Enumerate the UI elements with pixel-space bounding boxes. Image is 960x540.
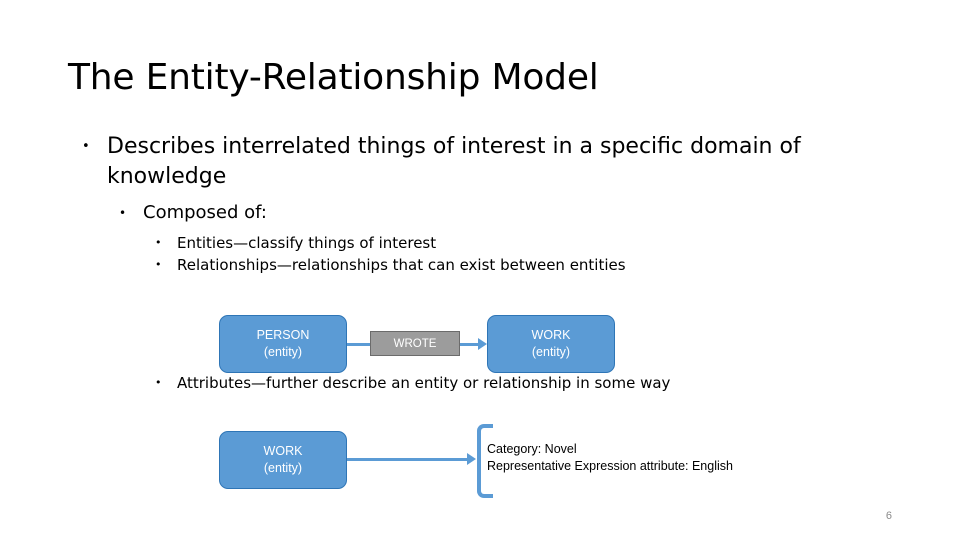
entity-work-kind: (entity)	[531, 345, 571, 359]
page-title: The Entity-Relationship Model	[68, 57, 599, 98]
bullet-level3-attributes-text: Attributes—further describe an entity or…	[177, 374, 671, 392]
bullet-marker-icon: •	[155, 376, 162, 389]
page-number: 6	[885, 510, 892, 522]
bullet-marker-icon: •	[155, 236, 162, 249]
bullet-level2-text: Composed of:	[143, 202, 267, 223]
entity-work-name: WORK	[531, 328, 571, 342]
bullet-level3-attributes: • Attributes—further describe an entity …	[0, 372, 900, 394]
connector-wrote-to-work	[460, 343, 478, 346]
connector-person-to-wrote	[347, 343, 370, 346]
entity-person-name: PERSON	[256, 328, 310, 342]
relationship-wrote-label: WROTE	[393, 337, 437, 350]
bullet-level3-relationships-text: Relationships—relationships that can exi…	[177, 256, 626, 274]
bullet-level2: • Composed of:	[0, 200, 900, 226]
bullet-marker-icon: •	[155, 258, 162, 271]
attribute-representative-expression: Representative Expression attribute: Eng…	[487, 459, 733, 473]
bullet-marker-icon: •	[119, 206, 127, 220]
entity-person-kind: (entity)	[263, 345, 303, 359]
attribute-brace-icon	[477, 424, 493, 498]
arrowhead-icon	[467, 453, 476, 465]
attribute-category: Category: Novel	[487, 442, 577, 456]
bullet-level1: • Describes interrelated things of inter…	[0, 132, 900, 192]
bullet-marker-icon: •	[82, 139, 90, 154]
bullet-level3-entities-text: Entities—classify things of interest	[177, 234, 437, 252]
bullet-level1-text: Describes interrelated things of interes…	[107, 134, 801, 189]
entity-box-work-bottom[interactable]: WORK (entity)	[219, 431, 347, 489]
relationship-box-wrote[interactable]: WROTE	[370, 331, 460, 356]
entity-work-bottom-kind: (entity)	[263, 461, 303, 475]
entity-box-work-top[interactable]: WORK (entity)	[487, 315, 615, 373]
connector-work-to-attributes	[347, 458, 467, 461]
bullet-list: • Describes interrelated things of inter…	[0, 132, 900, 276]
bullet-level3-relationships: • Relationships—relationships that can e…	[0, 254, 900, 276]
bullet-level3-entities: • Entities—classify things of interest	[0, 232, 900, 254]
entity-box-person[interactable]: PERSON (entity)	[219, 315, 347, 373]
arrowhead-icon	[478, 338, 487, 350]
attribute-list: Category: Novel Representative Expressio…	[487, 441, 733, 475]
entity-work-bottom-name: WORK	[263, 444, 303, 458]
bullet-level3-attributes-wrap: • Attributes—further describe an entity …	[0, 372, 900, 394]
